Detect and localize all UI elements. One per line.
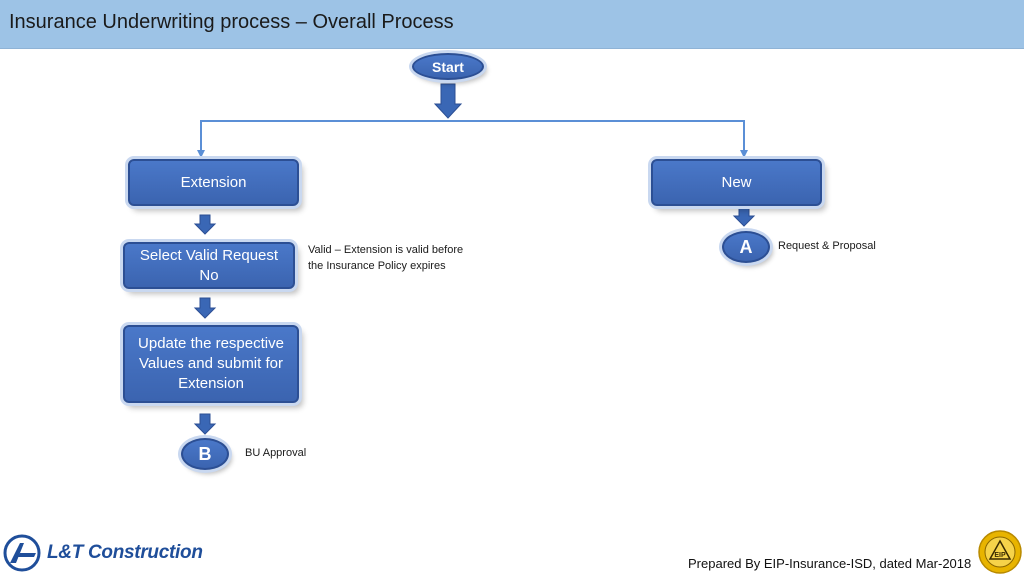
start-terminator: Start (412, 53, 484, 80)
arrow-select-to-update (193, 297, 217, 319)
valid-extension-note: Valid – Extension is valid before the In… (308, 244, 464, 272)
page-title: Insurance Underwriting process – Overall… (9, 11, 454, 33)
request-proposal-note: Request & Proposal (778, 240, 876, 252)
eip-seal-icon: EIP (978, 530, 1022, 574)
select-request-box: Select Valid Request No (123, 242, 295, 289)
company-logo-text: L&T Construction (47, 542, 203, 563)
connector-a: A (722, 231, 770, 263)
arrow-start-down (433, 83, 463, 119)
arrow-new-to-a (732, 207, 756, 227)
arrow-extension-to-select (193, 214, 217, 235)
header-bar: Insurance Underwriting process – Overall… (0, 0, 1024, 49)
prepared-by-text: Prepared By EIP-Insurance-ISD, dated Mar… (688, 556, 972, 571)
update-values-box: Update the respective Values and submit … (123, 325, 299, 403)
connector-b: B (181, 438, 229, 470)
lt-logo-icon (3, 534, 41, 572)
svg-text:EIP: EIP (994, 552, 1006, 559)
extension-box: Extension (128, 159, 299, 206)
arrow-update-to-b (193, 413, 217, 435)
bu-approval-note: BU Approval (245, 447, 307, 459)
branch-line (200, 120, 745, 156)
new-box: New (651, 159, 822, 206)
